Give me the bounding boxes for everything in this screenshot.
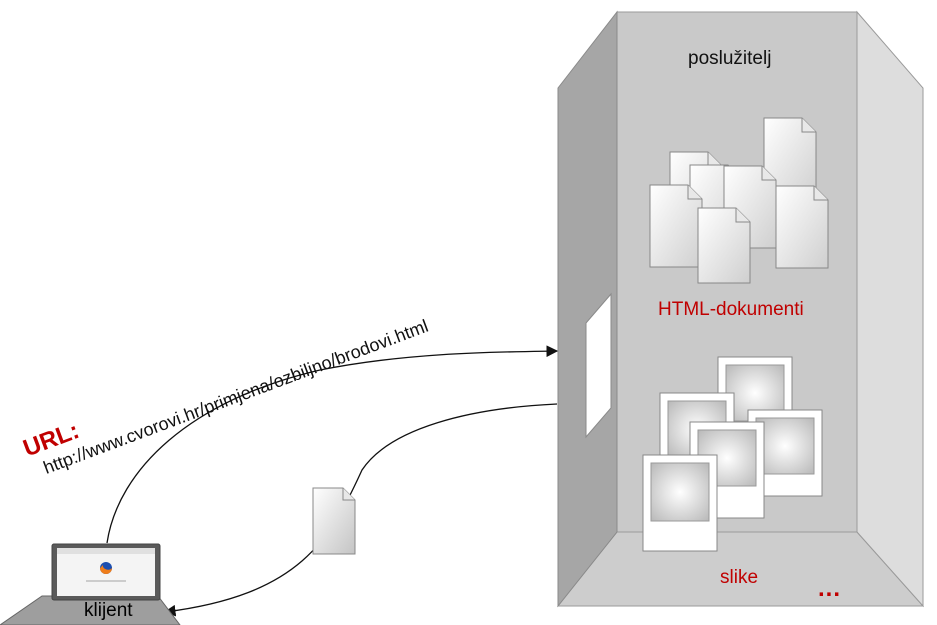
document-icon	[775, 185, 829, 269]
document-icon	[312, 487, 356, 555]
document-icon	[763, 117, 817, 201]
client-label: klijent	[84, 600, 133, 621]
more-label: ...	[818, 575, 842, 602]
response-arrow	[163, 403, 558, 617]
document-icon	[649, 184, 703, 268]
photos-cluster	[642, 356, 823, 552]
images-label: slike	[720, 567, 759, 588]
server-title: poslužitelj	[688, 48, 772, 69]
request-arrow	[106, 345, 559, 544]
laptop-icon	[0, 543, 181, 625]
server-box	[556, 10, 925, 608]
html-documents-cluster	[649, 117, 829, 284]
document-icon	[697, 207, 751, 284]
firefox-icon	[100, 562, 112, 574]
html-documents-label: HTML-dokumenti	[658, 299, 804, 320]
server-right-wall	[856, 10, 924, 608]
server-left-wall	[557, 10, 618, 608]
photo-icon	[642, 454, 718, 552]
server-port	[585, 292, 612, 439]
